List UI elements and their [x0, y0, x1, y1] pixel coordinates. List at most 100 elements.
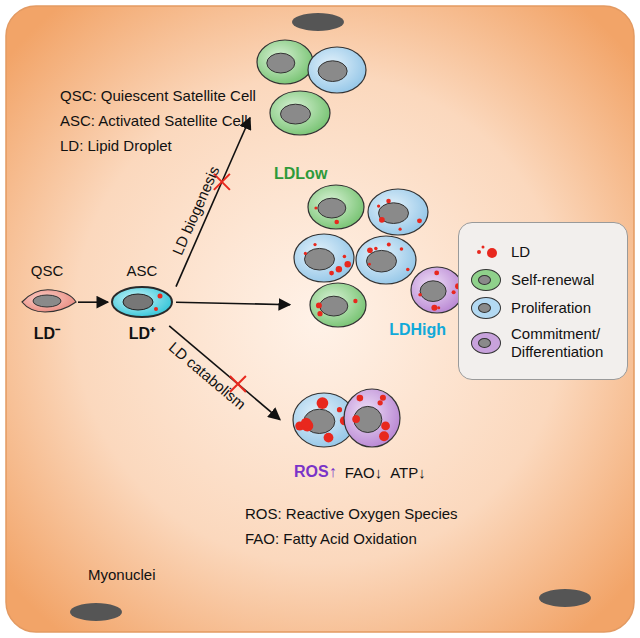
legend-text: Self-renewal: [511, 271, 594, 289]
cell-nucleus: [318, 61, 347, 82]
cell-nucleus: [318, 198, 346, 218]
cell-group: ROS↑ FAO↓ ATP↓: [280, 385, 480, 481]
lipid-droplet: [434, 271, 439, 276]
lipid-droplet: [304, 252, 307, 255]
lipid-droplet: [344, 261, 350, 267]
lipid-droplet: [387, 242, 391, 246]
legend-row: LD: [471, 241, 619, 263]
quiescent-cell: [22, 290, 76, 312]
cell-group: LDHigh: [290, 183, 462, 339]
legend-text: LD: [511, 243, 530, 261]
satellite-cell: [257, 40, 313, 84]
cell-nucleus: [33, 295, 61, 307]
lipid-droplet: [386, 199, 391, 204]
arrow-connector: [169, 326, 280, 420]
node-text: LDHigh: [389, 321, 446, 339]
swatch-nucleus: [478, 338, 491, 348]
cell-nucleus: [379, 203, 409, 224]
lipid-droplet: [378, 400, 383, 405]
node-text: LD⁻: [34, 322, 60, 344]
lipid-droplet: [406, 268, 410, 272]
satellite-cell: [294, 234, 354, 282]
swatch-nucleus: [478, 275, 491, 285]
legend-swatch: [471, 297, 501, 319]
lipid-droplet: [301, 418, 312, 429]
satellite-cell: [308, 47, 366, 93]
node-text: LD⁺: [129, 322, 155, 344]
myonucleus: [539, 589, 591, 607]
lipid-droplet: [417, 218, 422, 223]
arrow-connector: [176, 302, 290, 305]
swatch-nucleus: [478, 303, 491, 313]
node-text: ATP↓: [390, 464, 426, 481]
legend-text: Proliferation: [511, 299, 591, 317]
myonucleus: [292, 13, 344, 31]
cell-nucleus: [267, 53, 295, 73]
satellite-cell: [344, 389, 400, 447]
label-text: Myonuclei: [88, 566, 156, 583]
satellite-cell: [356, 236, 416, 284]
cell-nucleus: [367, 250, 397, 272]
node-text: FAO↓: [345, 464, 383, 481]
lipid-droplet: [398, 228, 401, 231]
legend-droplet-sample: [471, 241, 501, 263]
cell-node: QSC LD⁻: [16, 262, 78, 344]
node-text: LDLow: [274, 165, 327, 183]
node-text: ROS↑: [294, 463, 337, 481]
lipid-droplet: [452, 290, 456, 294]
lipid-droplet: [368, 263, 371, 266]
lipid-droplet: [334, 220, 339, 225]
lipid-droplet: [353, 299, 357, 303]
label-text: ASC: Activated Satellite Cell: [60, 112, 248, 129]
label-text: LD: Lipid Droplet: [60, 137, 172, 154]
lipid-droplet: [374, 247, 377, 250]
legend-swatch: [471, 332, 501, 354]
legend-box: LD Self-renewalProliferationCommitment/ D…: [458, 222, 628, 380]
label-text: ROS: Reactive Oxygen Species: [245, 505, 458, 522]
lipid-droplet: [367, 247, 373, 253]
lipid-droplet: [336, 266, 342, 272]
lipid-droplet: [418, 293, 422, 297]
lipid-droplet: [337, 407, 342, 412]
lipid-droplet: [379, 431, 389, 441]
lipid-droplet: [381, 422, 390, 431]
lipid-droplet: [343, 255, 347, 259]
lipid-droplet: [317, 397, 329, 409]
cell-nucleus: [420, 281, 446, 302]
arrow-connector: [78, 301, 108, 303]
satellite-cell: [310, 283, 366, 327]
satellite-cell: [368, 189, 428, 235]
node-text: QSC: [31, 262, 64, 279]
cell-nucleus: [123, 294, 153, 310]
legend-row: Self-renewal: [471, 269, 619, 291]
satellite-cell: [270, 91, 330, 135]
cell-node: ASC LD⁺: [108, 262, 176, 344]
activated-cell: [112, 287, 172, 317]
lipid-droplet: [377, 204, 380, 207]
lipid-droplet: [352, 415, 359, 422]
legend-text: Commitment/ Differentiation: [511, 325, 619, 361]
lipid-droplet: [431, 305, 437, 311]
satellite-cell: [308, 185, 364, 229]
legend-row: Proliferation: [471, 297, 619, 319]
lipid-droplet: [437, 306, 440, 309]
legend-swatch: [471, 269, 501, 291]
node-text: ASC: [127, 262, 158, 279]
legend-row: Commitment/ Differentiation: [471, 325, 619, 361]
arrow-connector: [176, 118, 250, 287]
lipid-droplet: [313, 243, 316, 246]
lipid-droplet: [400, 247, 404, 251]
muscle-fiber: [6, 6, 634, 632]
label-text: FAO: Fatty Acid Oxidation: [245, 530, 417, 547]
lipid-droplet: [353, 415, 360, 422]
lipid-droplet: [329, 271, 334, 276]
cell-nucleus: [305, 248, 335, 270]
cell-nucleus: [320, 296, 348, 316]
lipid-droplet: [324, 433, 334, 443]
cell-group: LDLow: [250, 38, 365, 183]
lipid-droplet: [380, 395, 386, 401]
lipid-droplet: [317, 311, 322, 316]
lipid-droplet: [316, 302, 322, 308]
lipid-droplet: [357, 395, 364, 402]
